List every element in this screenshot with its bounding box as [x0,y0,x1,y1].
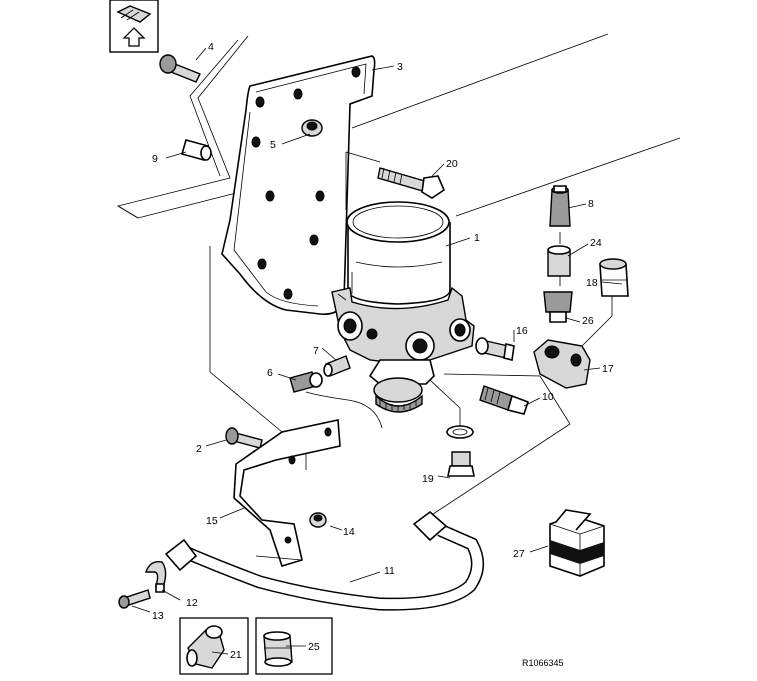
label-part-7: 7 [313,345,319,357]
cap-18 [599,258,629,297]
label-part-3: 3 [397,61,403,73]
flange-nut [301,119,323,137]
label-part-4: 4 [208,41,214,53]
assembly-lines [209,151,613,521]
label-part-2: 2 [196,443,202,455]
bolt-13 [118,589,151,609]
lower-bracket [233,419,341,567]
long-bolt [377,167,445,199]
pipe-clip [145,561,167,593]
inset-box-21 [179,617,249,675]
sealing-washer [446,425,474,439]
label-part-9: 9 [152,153,158,165]
label-part-26: 26 [582,315,594,327]
bolt-2 [225,427,263,449]
air-dryer-valve-base [368,359,435,413]
truck-miniature-icon [116,5,152,23]
straight-fitting-icon [263,631,293,667]
label-part-25: 25 [308,641,320,653]
callout-leaders [131,47,623,655]
label-part-24: 24 [590,237,602,249]
fitting-16 [475,337,515,361]
callout-labels: 1 2 3 4 5 6 7 8 9 10 11 12 13 14 15 16 1… [152,41,614,668]
fitting-small-left [323,355,351,377]
repair-kit-box-icon [549,509,605,577]
label-part-6: 6 [267,367,273,379]
label-part-20: 20 [446,158,458,170]
label-part-13: 13 [152,610,164,622]
label-part-14: 14 [343,526,355,538]
fitting-26 [543,291,573,323]
label-part-15: 15 [206,515,218,527]
reference-code: R1066345 [522,658,564,668]
label-part-17: 17 [602,363,614,375]
label-part-5: 5 [270,139,276,151]
valve-block-17 [533,339,591,389]
elbow-fitting-icon [186,625,225,669]
nut-14 [309,512,327,528]
label-part-8: 8 [588,198,594,210]
fitting-10 [479,385,530,415]
bolt-top [159,54,201,83]
label-part-11: 11 [384,565,395,577]
label-part-10: 10 [542,391,554,403]
label-part-16: 16 [516,325,528,337]
adapter-24 [547,245,571,277]
mounting-bracket [221,55,376,316]
label-part-12: 12 [186,597,198,609]
orientation-box [109,0,159,53]
air-pipe [164,510,484,611]
air-dryer-cartridge [346,201,451,305]
forward-arrow-icon [122,27,146,47]
drain-plug [447,451,475,477]
label-part-18: 18 [586,277,598,289]
label-part-27: 27 [513,548,525,560]
label-part-19: 19 [422,473,434,485]
spacer-sleeve [181,139,212,161]
label-part-21: 21 [230,649,242,661]
valve-part-8 [549,185,571,227]
air-dryer-body [331,286,475,365]
pressure-sensor [289,371,383,429]
label-part-1: 1 [474,232,480,244]
